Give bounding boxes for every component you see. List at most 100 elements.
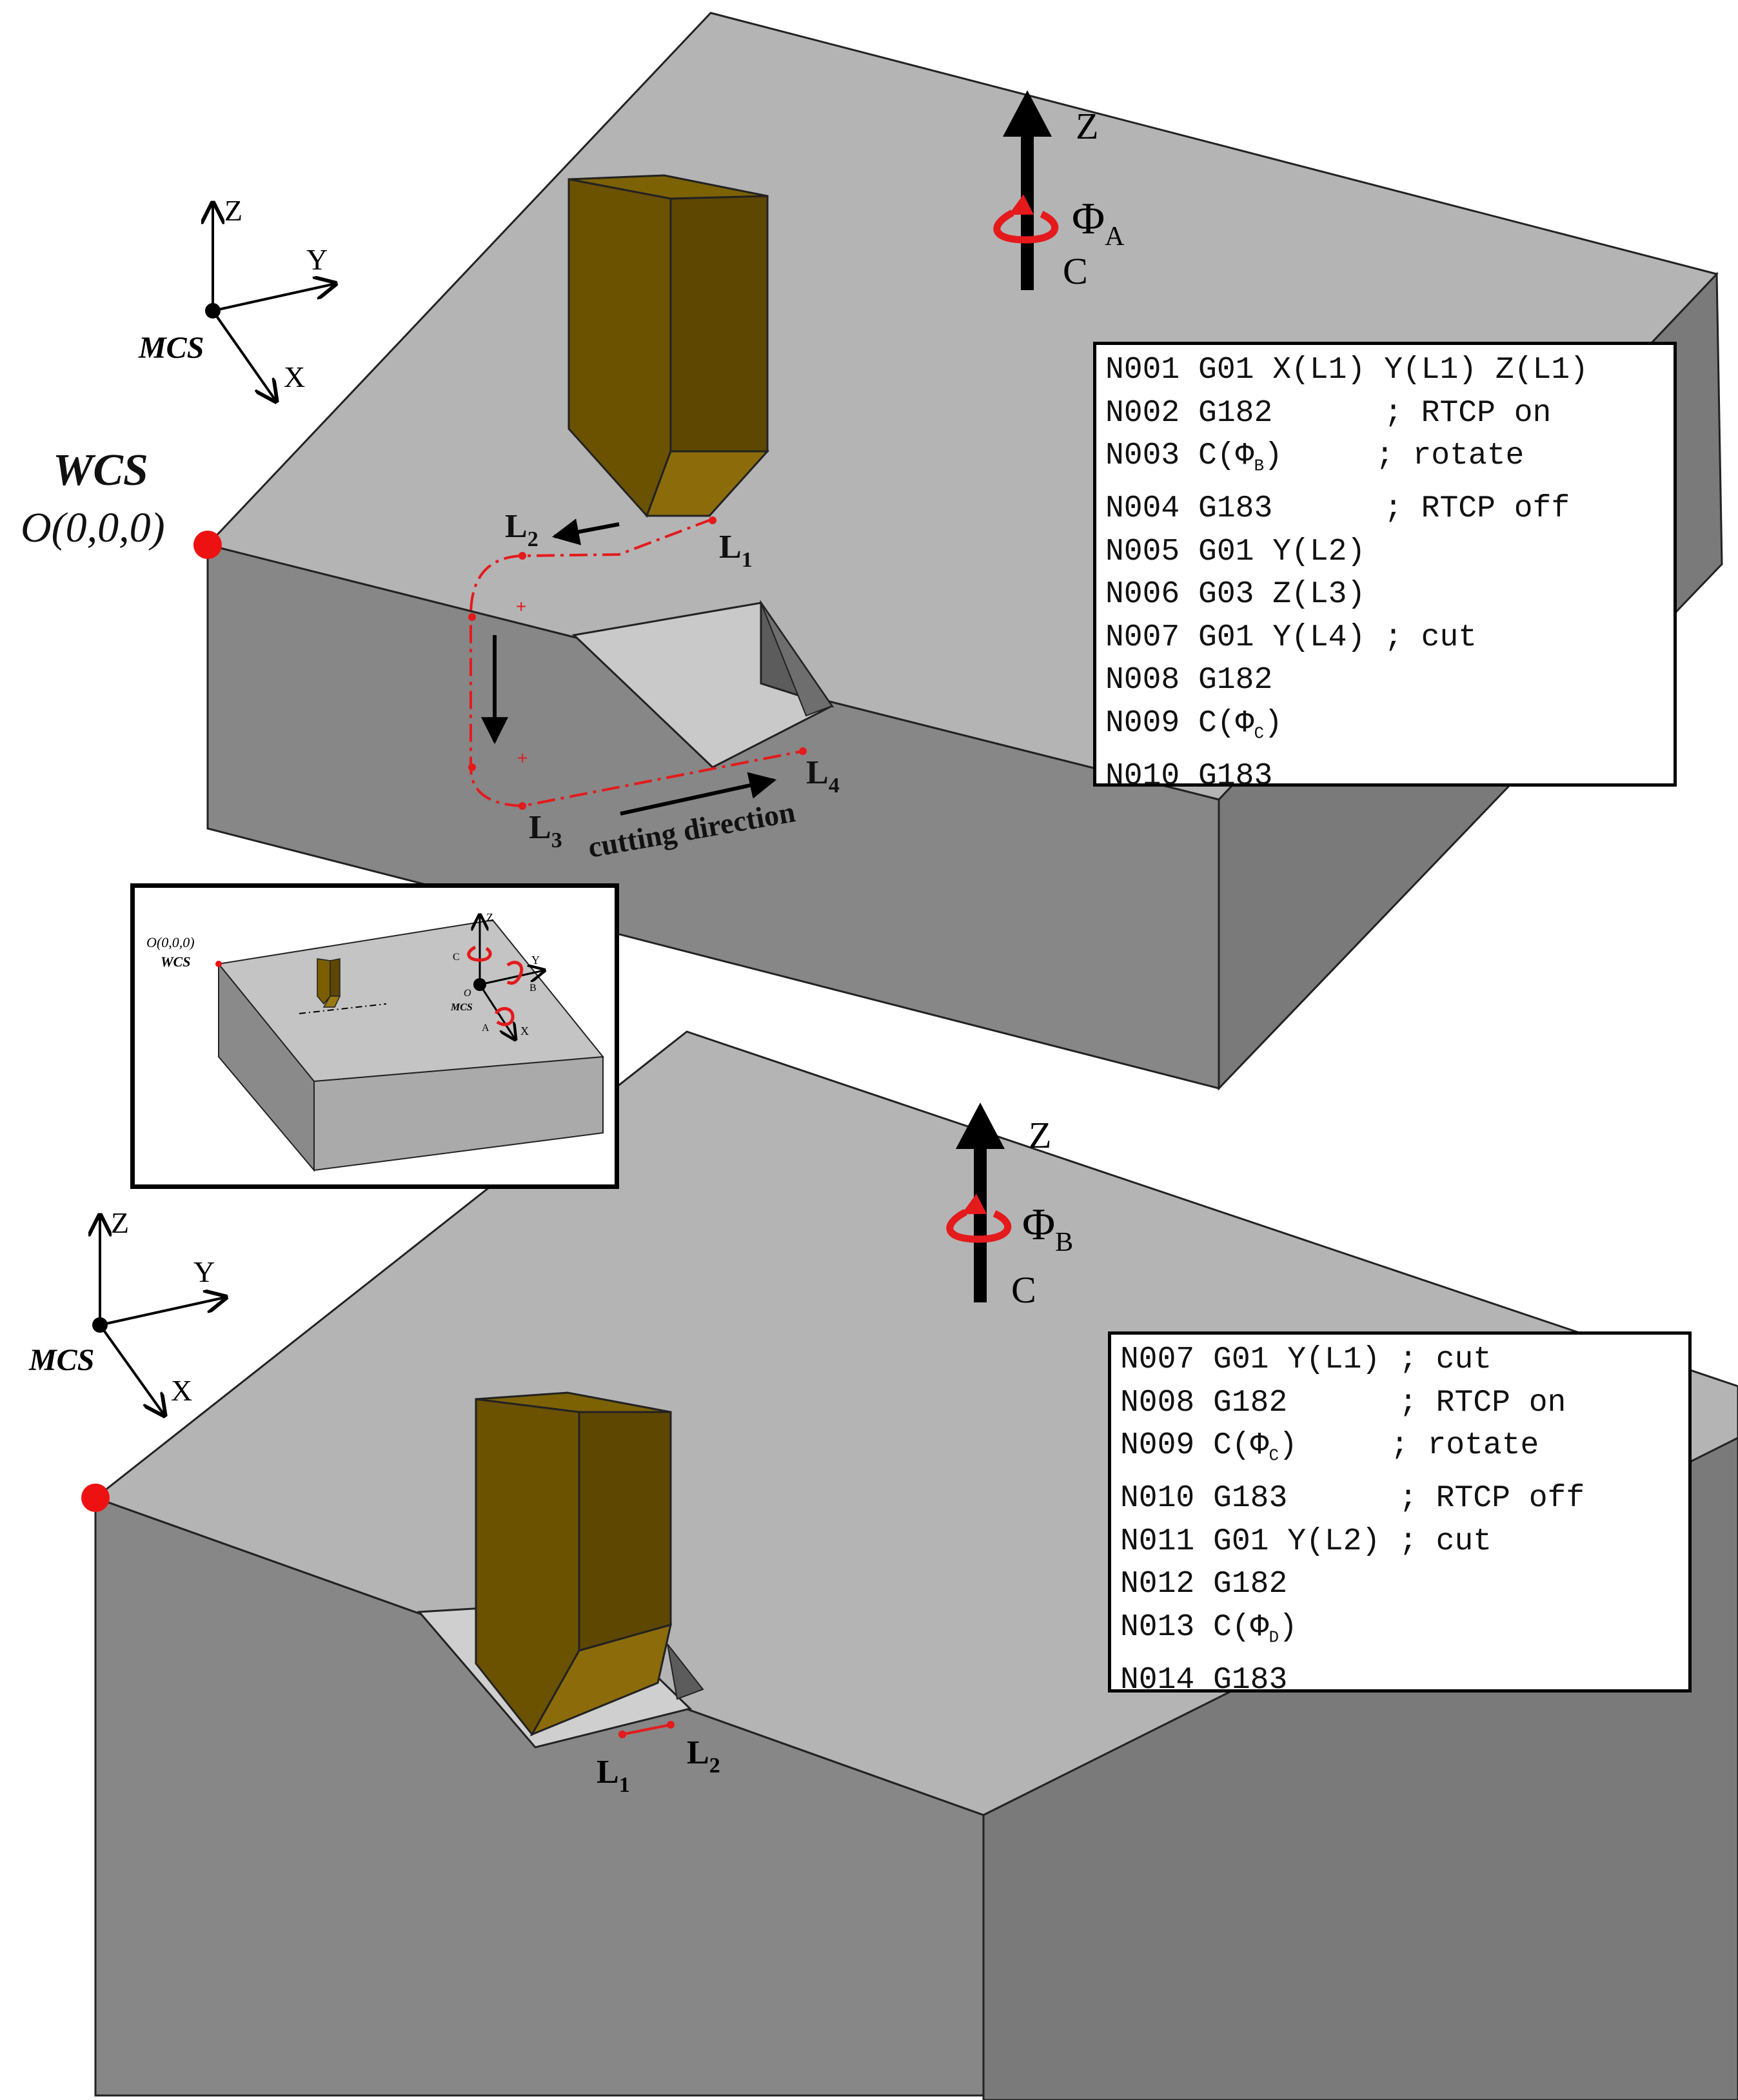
inset-mcs-label: MCS	[450, 1002, 473, 1013]
top-mcs-label: MCS	[138, 331, 204, 365]
bottom-tool-tip-face	[529, 1623, 673, 1737]
top-code-line-3: N003 C(ΦB) ; rotate	[1105, 438, 1525, 476]
top-code-line-9: N009 C(ΦC)	[1105, 705, 1283, 743]
inset-path-line	[299, 1003, 387, 1014]
bottom-code-line-5: N011 G01 Y(L2) ; cut	[1120, 1524, 1492, 1559]
inset-tool-right	[330, 958, 341, 997]
inset-tool-tip	[322, 996, 341, 1008]
label-top-l3: L3	[529, 809, 562, 852]
bottom-groove-side	[667, 1644, 704, 1700]
bottom-tool-right-face	[578, 1411, 672, 1652]
wcs-origin: WCS O(0,0,0)	[21, 446, 222, 559]
bottom-tool-path: L1 L2	[597, 1721, 720, 1797]
bottom-c-axis-arrowhead	[956, 1103, 1005, 1149]
label-bottom-l1: L1	[597, 1754, 630, 1797]
wcs-origin-label: O(0,0,0)	[21, 504, 165, 551]
inset-y-axis	[479, 970, 544, 986]
top-mcs-z-label: Z	[224, 194, 242, 227]
top-code-line-6: N006 G03 Z(L3)	[1105, 577, 1366, 613]
top-code-line-7: N007 G01 Y(L4) ; cut	[1105, 620, 1477, 655]
inset-rotation-c	[467, 945, 492, 962]
top-code-line-1: N001 G01 X(L1) Y(L1) Z(L1)	[1105, 353, 1588, 388]
top-code-line-2: N002 G182 ; RTCP on	[1105, 395, 1552, 431]
top-wcs-origin-marker	[193, 531, 222, 559]
inset-diagram: O(0,0,0) WCS Z Y X C B A O MCS	[146, 911, 604, 1172]
top-cutting-tool	[568, 174, 770, 518]
bottom-wcs-origin-marker	[81, 1484, 110, 1512]
inset-y-label: Y	[531, 954, 540, 967]
top-point-l2-marker	[518, 552, 526, 560]
top-mcs-x-label: X	[284, 360, 305, 393]
inset-rotation-b	[506, 961, 524, 985]
top-path-dashed-line	[469, 518, 804, 808]
bottom-mcs-y-axis	[99, 1297, 226, 1326]
top-arrow-to-l2	[551, 518, 620, 545]
top-rotation-arrow	[993, 194, 1059, 244]
bottom-tool-top-face	[475, 1391, 671, 1413]
top-mcs-y-label: Y	[306, 243, 328, 276]
top-mcs-x-axis	[212, 309, 276, 401]
top-point-l3-marker	[518, 802, 526, 810]
inset-mcs-origin-dot	[473, 978, 486, 991]
top-arrow-cutting	[620, 772, 777, 816]
inset-o-label: O	[464, 988, 471, 999]
top-arc-center-2: +	[517, 748, 528, 768]
inset-rotation-a	[494, 1006, 515, 1026]
bottom-code-line-8: N014 G183	[1120, 1662, 1288, 1698]
bottom-cutting-tool	[475, 1391, 673, 1737]
bottom-rotation-c-label: C	[1011, 1269, 1036, 1311]
bottom-mcs-y-label: Y	[193, 1255, 215, 1288]
label-top-l4: L4	[806, 754, 840, 798]
bottom-mcs-x-label: X	[171, 1374, 192, 1407]
inset-x-label: X	[520, 1025, 529, 1037]
label-bottom-l2: L2	[687, 1734, 720, 1778]
top-point-mid-marker	[468, 613, 476, 621]
bottom-code-line-6: N012 G182	[1120, 1567, 1288, 1602]
top-tool-top-face	[568, 174, 768, 200]
top-rotation-z-label: Z	[1076, 105, 1098, 147]
bottom-mcs-z-label: Z	[111, 1206, 129, 1239]
bottom-path-line	[622, 1723, 671, 1736]
bottom-mcs-x-axis	[99, 1324, 164, 1415]
inset-b-label: B	[529, 983, 537, 994]
inset-wcs-label: WCS	[161, 954, 190, 970]
top-code-line-5: N005 G01 Y(L2)	[1105, 534, 1366, 569]
top-c-axis-arrowhead	[1003, 90, 1052, 137]
label-top-l2: L2	[505, 508, 538, 551]
top-arc-center-1: +	[516, 596, 526, 616]
top-point-mid2-marker	[468, 763, 476, 771]
top-mcs-triad: Z Y X MCS	[138, 194, 335, 401]
top-tool-tip-face	[645, 450, 770, 517]
bottom-rotation-z-label: Z	[1029, 1114, 1051, 1156]
inset-origin-label: O(0,0,0)	[146, 934, 195, 950]
bottom-point-l2-marker	[667, 1721, 675, 1729]
top-code-line-10: N010 G183	[1105, 758, 1273, 794]
bottom-code-line-7: N013 C(ΦD)	[1120, 1609, 1298, 1647]
top-rotation-c-label: C	[1063, 250, 1088, 292]
wcs-label: WCS	[53, 446, 148, 495]
inset-z-label: Z	[486, 911, 493, 924]
top-mcs-y-axis	[212, 284, 335, 312]
top-rotation-axis: Z ΦA C	[993, 90, 1125, 292]
bottom-rotation-arrow	[946, 1193, 1012, 1243]
bottom-mcs-origin-dot	[92, 1317, 108, 1333]
top-code-line-4: N004 G183 ; RTCP off	[1105, 491, 1570, 527]
bottom-rotation-axis: Z ΦB C	[946, 1103, 1073, 1311]
top-nc-code-box: N001 G01 X(L1) Y(L1) Z(L1) N002 G182 ; R…	[1093, 342, 1677, 794]
top-point-l4-marker	[799, 747, 807, 755]
bottom-rotation-phi-label: ΦB	[1022, 1200, 1073, 1257]
overview-inset: O(0,0,0) WCS Z Y X C B A O MCS	[130, 883, 619, 1189]
top-rotation-phi-label: ΦA	[1072, 194, 1125, 251]
top-code-line-8: N008 G182	[1105, 663, 1273, 698]
inset-a-label: A	[482, 1023, 489, 1034]
top-tool-right-face	[669, 195, 769, 453]
top-point-l1-marker	[709, 516, 716, 524]
top-tool-path: + +	[468, 516, 807, 816]
label-top-l1: L1	[719, 529, 753, 572]
inset-c-label: C	[453, 952, 460, 963]
bottom-code-line-3: N009 C(ΦC) ; rotate	[1120, 1428, 1539, 1466]
inset-wcs-origin-marker	[215, 961, 222, 967]
bottom-code-line-4: N010 G183 ; RTCP off	[1120, 1481, 1585, 1516]
top-groove-wall	[760, 602, 833, 717]
top-mcs-origin-dot	[205, 303, 221, 319]
